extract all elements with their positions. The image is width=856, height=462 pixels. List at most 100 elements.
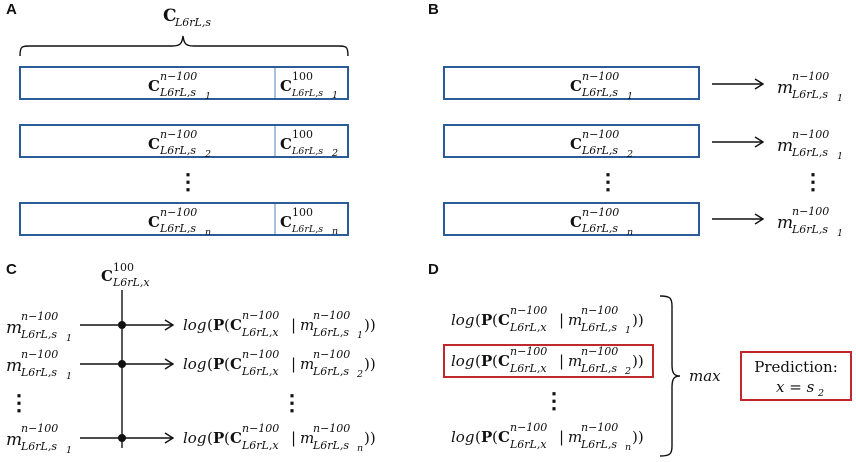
svg-text:n−100: n−100 xyxy=(313,422,350,435)
svg-text:P: P xyxy=(481,311,492,329)
panel-c-row-2-node xyxy=(118,360,126,368)
panel-c-row-1-m-sup: n−100 xyxy=(21,310,58,323)
svg-text:P: P xyxy=(481,428,492,446)
panel-a-ellipsis: ⋮ xyxy=(177,169,199,195)
panel-b-row-1-C: C xyxy=(570,77,582,95)
panel-c-row-2-m: m xyxy=(6,356,22,376)
panel-a-row-n-C: C xyxy=(148,213,160,231)
panel-c-row-1-expr: log ( P ( C n−100 L6rL,x | m n−100 L6rL,… xyxy=(183,309,376,341)
panel-b-row-2-m-sub: L6rL,s xyxy=(791,146,828,159)
svg-text:L6rL,s: L6rL,s xyxy=(580,321,617,334)
panel-b-ellipsis-left: ⋮ xyxy=(597,169,619,195)
svg-text:L6rL,s: L6rL,s xyxy=(580,362,617,375)
svg-text:L6rL,x: L6rL,x xyxy=(509,438,547,451)
svg-text:(: ( xyxy=(475,311,481,329)
svg-text:m: m xyxy=(568,352,582,370)
panel-b-row-2-sub: L6rL,s xyxy=(581,144,618,157)
panel-b-row-2-arrowhead xyxy=(754,136,765,148)
panel-a-row-1-C100: C xyxy=(280,77,292,95)
svg-text:)): )) xyxy=(632,311,644,329)
panel-a-row-1-C: C xyxy=(148,77,160,95)
panel-a-row-2-idx: 2 xyxy=(204,149,211,160)
panel-b-row-n-C: C xyxy=(570,213,582,231)
panel-b-row-n-box xyxy=(443,202,700,236)
panel-c-row-1-m-sub: L6rL,s xyxy=(20,328,57,341)
panel-b-row-n-sub: L6rL,s xyxy=(581,222,618,235)
panel-d-row-1-expr: log ( P ( C n−100 L6rL,x | m n−100 L6rL,… xyxy=(451,304,644,336)
panel-c-ellipsis-right: ⋮ xyxy=(281,390,303,416)
panel-b-row-2-m-idx: 1 xyxy=(837,151,843,162)
svg-text:L6rL,s: L6rL,s xyxy=(312,365,349,378)
svg-text:)): )) xyxy=(632,428,644,446)
svg-text:L6rL,x: L6rL,x xyxy=(509,321,547,334)
svg-text:P: P xyxy=(213,429,224,447)
svg-text:m: m xyxy=(300,429,314,447)
svg-text:n: n xyxy=(357,443,363,454)
svg-text:L6rL,x: L6rL,x xyxy=(241,439,279,452)
svg-text:2: 2 xyxy=(624,366,631,377)
panel-c-row-2-expr: log ( P ( C n−100 L6rL,x | m n−100 L6rL,… xyxy=(183,348,376,380)
panel-a-row-1-idx100: 1 xyxy=(332,90,338,101)
svg-text:m: m xyxy=(568,428,582,446)
panel-c-row-2-m-sup: n−100 xyxy=(21,348,58,361)
panel-a-row-n-sup100: 100 xyxy=(292,206,313,219)
panel-d-row-n-expr: log ( P ( C n−100 L6rL,x | m n−100 L6rL,… xyxy=(451,421,644,453)
svg-text:log: log xyxy=(451,311,474,329)
panel-a-row-n-C100: C xyxy=(280,213,292,231)
panel-a-row-2-idx100: 2 xyxy=(331,148,338,159)
svg-text:(: ( xyxy=(492,311,498,329)
svg-text:n−100: n−100 xyxy=(242,309,279,322)
prediction-title: Prediction: xyxy=(754,358,838,376)
svg-text:)): )) xyxy=(632,352,644,370)
panel-b-row-2-C: C xyxy=(570,135,582,153)
panel-a-row-2-C: C xyxy=(148,135,160,153)
panel-c-row-1-m-idx: 1 xyxy=(66,333,72,344)
panel-a-header-sub: L6rL,s xyxy=(174,16,211,29)
svg-text:)): )) xyxy=(364,355,376,373)
panel-a-row-2-box xyxy=(19,124,349,158)
svg-text:n−100: n−100 xyxy=(313,309,350,322)
svg-text:n−100: n−100 xyxy=(510,304,547,317)
svg-text:(: ( xyxy=(475,428,481,446)
svg-text:|: | xyxy=(559,352,564,370)
panel-b-row-2-box xyxy=(443,124,700,158)
panel-c-row-n-m-idx: 1 xyxy=(66,445,72,456)
panel-b-row-1-m-idx: 1 xyxy=(837,93,843,104)
svg-text:n−100: n−100 xyxy=(581,421,618,434)
svg-text:m: m xyxy=(300,355,314,373)
svg-text:L6rL,s: L6rL,s xyxy=(580,438,617,451)
panel-a-row-1-sup100: 100 xyxy=(292,70,313,83)
panel-b-row-2-m: m xyxy=(777,136,793,156)
panel-c-row-2-m-idx: 1 xyxy=(66,371,72,382)
svg-text:(: ( xyxy=(492,352,498,370)
svg-text:(: ( xyxy=(224,429,230,447)
panel-b-row-1-idx: 1 xyxy=(627,91,633,102)
svg-text:n−100: n−100 xyxy=(313,348,350,361)
svg-text:(: ( xyxy=(207,355,213,373)
svg-text:C: C xyxy=(498,428,510,446)
prediction-value: x = s xyxy=(776,378,815,396)
svg-text:n: n xyxy=(625,442,631,453)
panel-d-selected-highlight xyxy=(443,344,654,378)
svg-text:P: P xyxy=(213,316,224,334)
svg-text:log: log xyxy=(451,428,474,446)
panel-a-row-2-sub100: L6rL,s xyxy=(291,146,323,157)
panel-c-row-n-m: m xyxy=(6,430,22,450)
svg-text:L6rL,s: L6rL,s xyxy=(312,326,349,339)
panel-label-a: A xyxy=(6,1,17,18)
panel-b-row-n-arrowhead xyxy=(754,213,765,225)
panel-b-row-2-m-sup: n−100 xyxy=(792,128,829,141)
panel-d-ellipsis: ⋮ xyxy=(543,388,565,414)
panel-a-row-1-sub: L6rL,s xyxy=(159,86,196,99)
svg-text:(: ( xyxy=(224,316,230,334)
svg-text:(: ( xyxy=(207,429,213,447)
svg-text:P: P xyxy=(213,355,224,373)
prediction-box xyxy=(740,351,852,401)
svg-text:n−100: n−100 xyxy=(242,422,279,435)
panel-c-row-n-expr: log ( P ( C n−100 L6rL,x | m n−100 L6rL,… xyxy=(183,422,376,454)
panel-c-row-2-m-sub: L6rL,s xyxy=(20,366,57,379)
panel-a-row-2-sup: n−100 xyxy=(160,128,197,141)
panel-b-row-1-box xyxy=(443,66,700,100)
panel-b-row-n-m-idx: 1 xyxy=(837,228,843,239)
